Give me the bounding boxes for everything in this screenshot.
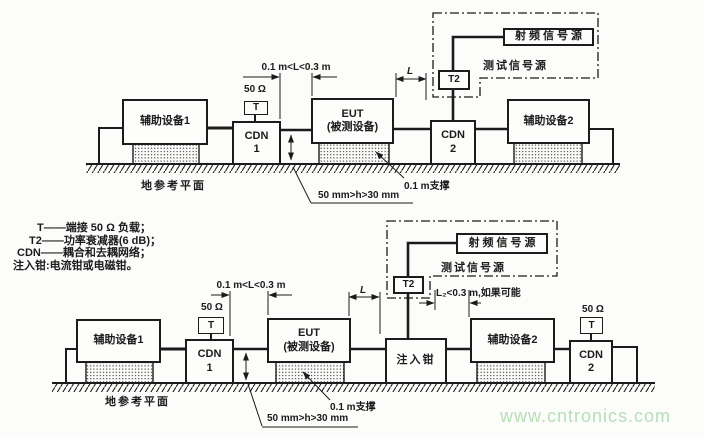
top-rf-signal-source-box: 射频信号源 [503, 28, 594, 46]
top-cables [98, 35, 614, 164]
bottom-attenuator-box: T2 [393, 276, 424, 294]
legend-cdn: CDN——耦合和去耦网络； [17, 247, 151, 259]
bottom-cable-height-label: 50 mm>h>30 mm [267, 413, 349, 424]
bottom-support-label: 0.1 m支撑 [330, 402, 376, 413]
bottom-dimension-lines [211, 290, 481, 428]
top-cable-height-label: 50 mm>h>30 mm [318, 190, 400, 201]
bottom-ground-plane [52, 382, 655, 392]
bottom-l-dimension-label: L [360, 285, 367, 296]
bottom-load-right-label: 50 Ω [582, 304, 604, 315]
top-attenuator-label: T2 [448, 74, 460, 85]
top-rf-signal-source-label: 射频信号源 [515, 30, 585, 43]
bottom-terminator-left-label: T [207, 319, 215, 331]
top-aux-device-2-box: 辅助设备2 [507, 99, 590, 144]
bottom-aux-device-1-label: 辅助设备1 [93, 334, 144, 347]
bottom-cables [65, 241, 638, 383]
top-cdn-2-number: 2 [449, 142, 457, 155]
bottom-aux-device-1-box: 辅助设备1 [76, 319, 161, 363]
top-cable-length-dimension-label: 0.1 m<L<0.3 m [261, 62, 331, 73]
top-l-dimension-label: L [407, 66, 414, 77]
top-attenuator-box: T2 [438, 70, 470, 90]
bottom-aux-device-2-label: 辅助设备2 [487, 333, 538, 346]
bottom-cdn-1-label: CDN [197, 348, 222, 361]
top-cdn-1-label: CDN [244, 129, 269, 142]
legend-terminator: T——端接 50 Ω 负载； [37, 222, 151, 234]
top-aux-device-1-box: 辅助设备1 [122, 99, 208, 145]
bottom-load-left-label: 50 Ω [201, 302, 223, 313]
top-eut-box: EUT (被测设备) [311, 98, 394, 144]
watermark: www.cntronics.com [500, 406, 672, 426]
bottom-cdn-2-box: CDN 2 [569, 340, 613, 384]
top-test-source-enclosure [432, 12, 599, 98]
bottom-attenuator-label: T2 [402, 279, 415, 290]
bottom-l2-dimension-label: L₂<0.3 m,如果可能 [436, 288, 521, 299]
top-ground-plane [86, 163, 620, 173]
bottom-injection-clamp-label: 注入钳 [396, 354, 436, 367]
top-eut-sublabel: (被测设备) [326, 121, 379, 133]
bottom-rf-signal-source-box: 射频信号源 [456, 233, 548, 254]
bottom-terminator-right-label: T [588, 319, 595, 331]
legend-injection-clamp: 注入钳:电流钳或电磁钳。 [13, 260, 138, 272]
top-aux-device-2-label: 辅助设备2 [523, 114, 574, 127]
top-cdn-2-box: CDN 2 [430, 120, 476, 165]
bottom-terminator-right-box: T [580, 317, 603, 334]
bottom-eut-sublabel: (被测设备) [283, 340, 335, 353]
top-eut-label: EUT [341, 107, 364, 120]
bottom-test-signal-source-label: 测试信号源 [441, 262, 506, 274]
bottom-aux-device-2-box: 辅助设备2 [470, 318, 555, 363]
bottom-test-source-enclosure [386, 220, 558, 299]
legend-attenuator: T2——功率衰减器(6 dB)； [29, 235, 161, 247]
top-terminator-label: T [252, 102, 260, 113]
bottom-cable-length-dimension-label: 0.1 m<L<0.3 m [216, 280, 286, 291]
top-support-label: 0.1 m支撑 [404, 181, 450, 192]
bottom-cdn-1-box: CDN 1 [185, 339, 234, 384]
bottom-ground-reference-label: 地参考平面 [105, 396, 170, 408]
top-cdn-2-label: CDN [441, 129, 465, 142]
top-cdn-1-box: CDN 1 [232, 121, 281, 165]
top-dimension-lines [243, 73, 427, 204]
bottom-rf-signal-source-label: 射频信号源 [468, 236, 539, 249]
bottom-eut-label: EUT [298, 327, 320, 340]
top-pedestals [132, 142, 583, 165]
top-test-signal-source-label: 测试信号源 [483, 60, 548, 72]
bottom-eut-box: EUT (被测设备) [267, 318, 351, 363]
bottom-cdn-2-label: CDN [579, 348, 603, 361]
top-aux-device-1-label: 辅助设备1 [139, 115, 191, 128]
bottom-terminator-left-box: T [198, 317, 224, 334]
bottom-injection-clamp-box: 注入钳 [385, 338, 447, 384]
top-terminator-box: T [244, 101, 268, 115]
top-ground-reference-label: 地参考平面 [141, 180, 206, 192]
top-load-label: 50 Ω [244, 84, 266, 95]
bottom-cdn-1-number: 1 [206, 361, 213, 374]
top-cdn-1-number: 1 [253, 143, 260, 155]
bottom-cdn-2-number: 2 [587, 362, 595, 374]
bottom-pedestals [85, 360, 546, 384]
